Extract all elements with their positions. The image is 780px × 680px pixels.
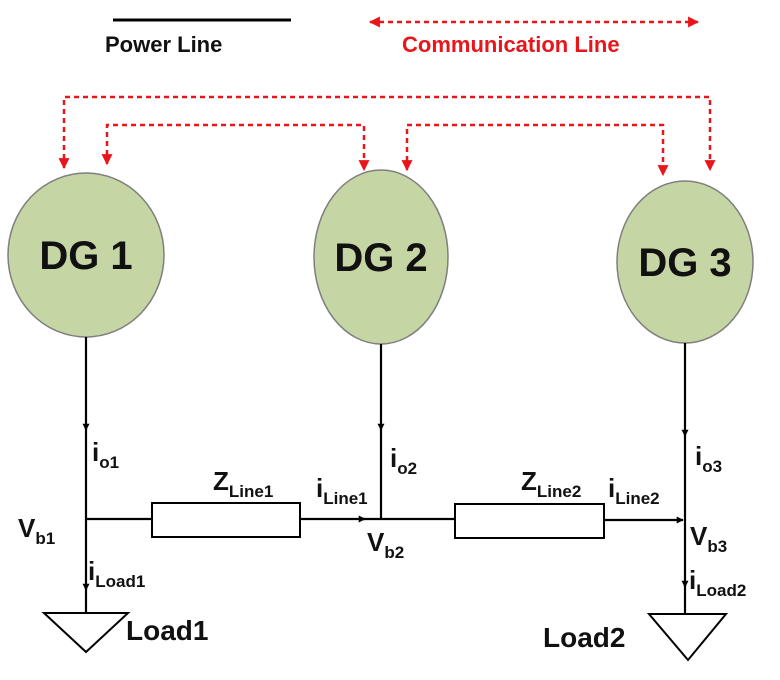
load2-label: Load2 <box>543 622 625 653</box>
communication-line-legend-label: Communication Line <box>402 32 620 57</box>
zline1-box <box>151 502 301 538</box>
zline2-box <box>454 503 605 539</box>
dg3-label: DG 3 <box>638 241 731 285</box>
generator-dg1: DG 1 <box>7 172 165 338</box>
label-zline2: ZLine2 <box>521 466 581 501</box>
label-iline2: iLine2 <box>608 473 660 508</box>
load1-label: Load1 <box>126 615 208 646</box>
comm-link-dg1-dg2 <box>101 123 370 172</box>
communication-links <box>58 95 716 177</box>
label-iline1: iLine1 <box>316 473 368 508</box>
label-vb1: Vb1 <box>18 513 55 548</box>
generator-dg2: DG 2 <box>313 169 449 345</box>
load1-triangle <box>41 612 131 654</box>
comm-link-dg2-dg3 <box>401 123 669 177</box>
label-iload2: iLoad2 <box>689 565 746 600</box>
power-line-legend-label: Power Line <box>105 32 222 57</box>
label-vb2: Vb2 <box>367 527 404 562</box>
power-lines <box>82 337 689 613</box>
dg1-label: DG 1 <box>39 234 132 278</box>
label-io3: io3 <box>695 441 722 476</box>
generator-dg3: DG 3 <box>616 180 754 344</box>
dg2-label: DG 2 <box>334 236 427 280</box>
comm-link-dg1-dg3 <box>58 95 716 172</box>
label-zline1: ZLine1 <box>213 466 273 501</box>
label-io1: io1 <box>92 437 119 472</box>
load2-triangle <box>646 613 729 662</box>
label-iload1: iLoad1 <box>88 556 145 591</box>
label-vb3: Vb3 <box>690 521 727 556</box>
label-io2: io2 <box>390 443 417 478</box>
